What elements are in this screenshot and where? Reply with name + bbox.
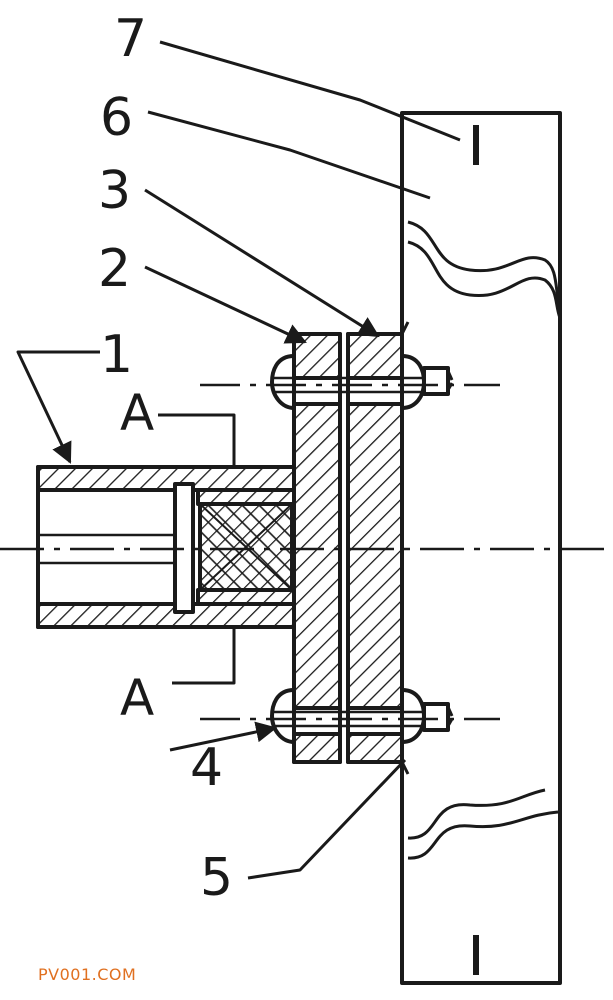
section-marker-bottom [172, 627, 236, 685]
watermark: PV001.COM [38, 965, 136, 984]
bolt-bottom [270, 688, 454, 744]
label-part-6: 6 [100, 88, 133, 148]
leader-4 [169, 721, 278, 752]
label-section-a-top: A [120, 384, 154, 442]
pipe-tube [36, 465, 296, 629]
leader-6 [147, 110, 431, 200]
label-part-1: 1 [100, 325, 133, 385]
label-part-2: 2 [98, 239, 131, 299]
leader-7 [159, 40, 461, 142]
leader-5 [247, 758, 407, 880]
label-part-4: 4 [190, 738, 223, 798]
label-part-5: 5 [200, 848, 233, 908]
label-section-a-bottom: A [120, 669, 154, 727]
leader-2 [144, 265, 307, 344]
label-part-3: 3 [98, 161, 131, 221]
label-part-7: 7 [114, 9, 147, 69]
section-marker-top [158, 413, 236, 467]
bolt-top [270, 354, 454, 410]
leader-3 [144, 188, 380, 338]
leader-1a [16, 350, 100, 464]
